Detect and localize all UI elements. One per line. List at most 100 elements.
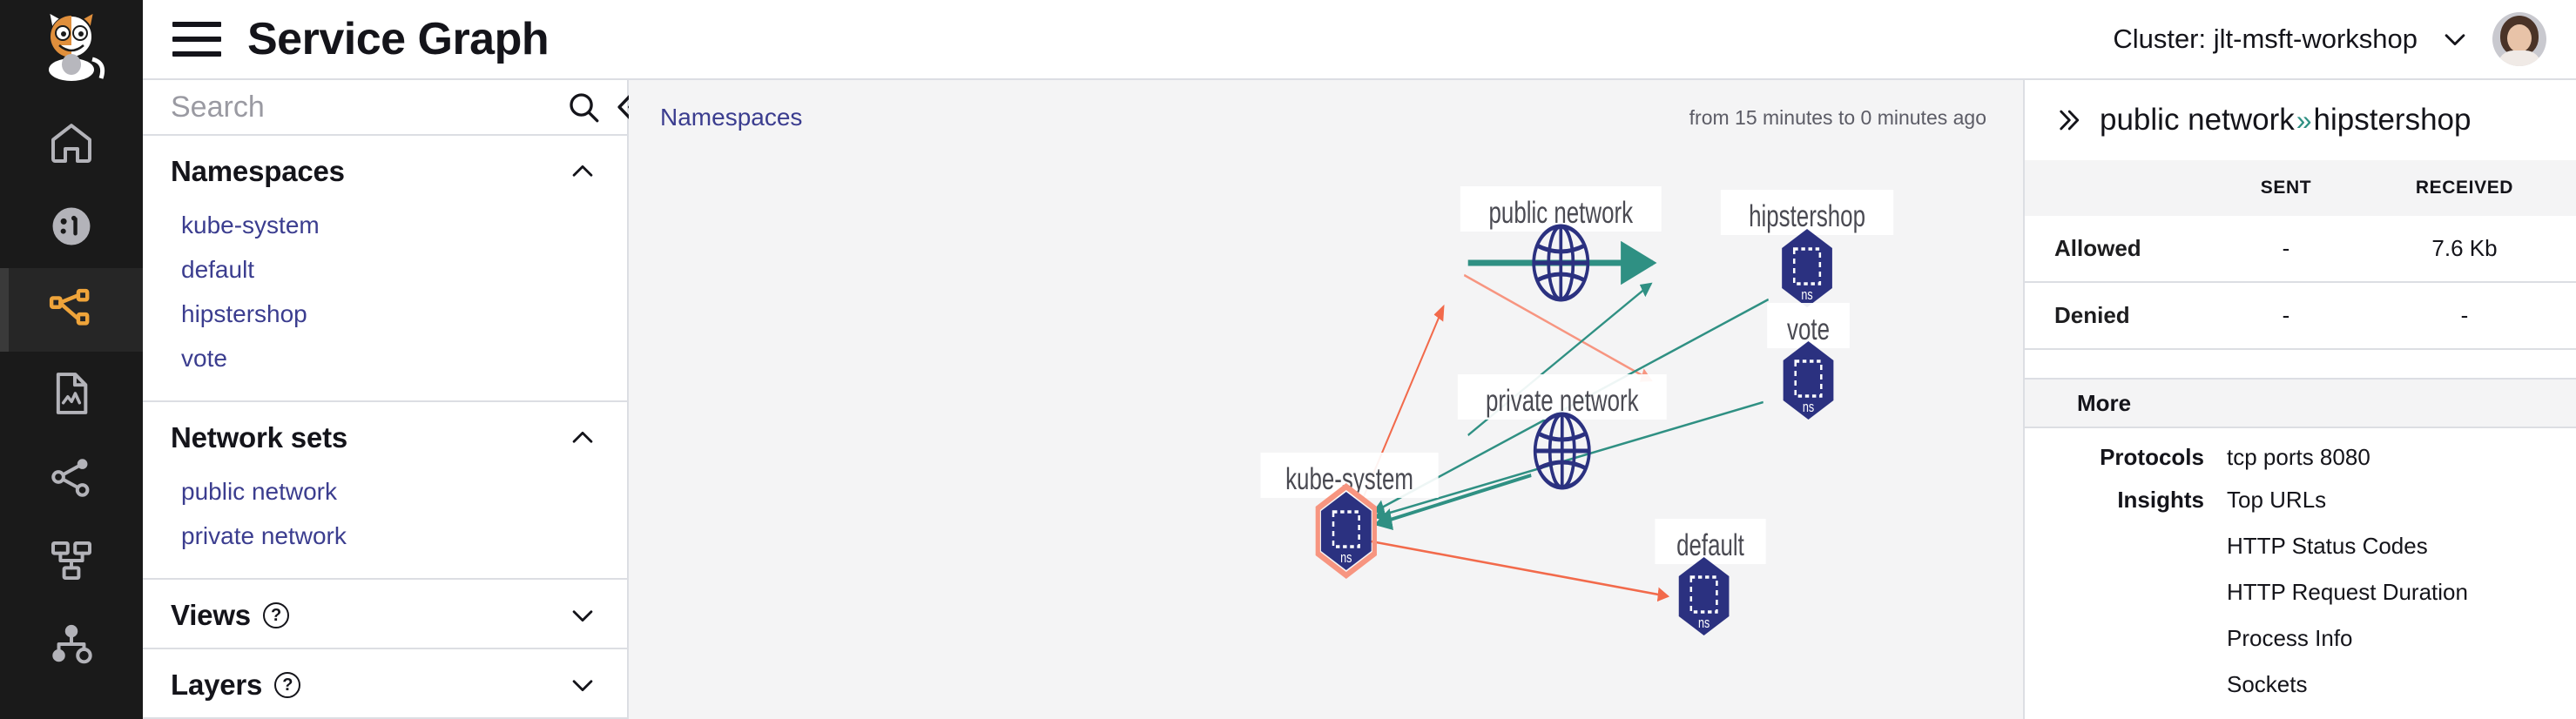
rail-item-logs[interactable]	[0, 352, 143, 435]
insight-item-http-request-duration[interactable]: HTTP Request Duration	[2227, 579, 2468, 605]
rail-item-network-sets[interactable]	[0, 435, 143, 519]
section-network-sets: Network sets public network private netw…	[143, 402, 627, 580]
protocols-value: tcp ports 8080	[2227, 444, 2370, 470]
section-namespaces-title: Namespaces	[171, 155, 345, 187]
section-namespaces-items: kube-system default hipstershop vote	[143, 204, 627, 400]
rail-item-policies[interactable]	[0, 519, 143, 602]
table-row-denied: Denied - -	[2025, 283, 2576, 350]
rail-item-home[interactable]	[0, 101, 143, 185]
insights-label: Insights	[2117, 487, 2204, 513]
edge-public-network-to-vote[interactable]	[1463, 273, 1653, 382]
network-set-item-private-network[interactable]: private network	[181, 522, 347, 549]
column-header-received: RECEIVED	[2415, 178, 2514, 198]
insight-item-sockets[interactable]: Sockets	[2227, 671, 2308, 697]
insight-item-process-info[interactable]: Process Info	[2227, 625, 2353, 651]
search-icon[interactable]	[565, 83, 602, 131]
section-layers-title: Layers	[171, 669, 263, 701]
protocols-row: Protocols tcp ports 8080	[2025, 428, 2576, 471]
node-default[interactable]: default ns	[1655, 519, 1766, 635]
insight-item-http-status-codes[interactable]: HTTP Status Codes	[2227, 533, 2428, 559]
node-type-ns: ns	[1340, 549, 1352, 566]
details-panel: public network » hipstershop SENT RECEIV…	[2025, 0, 2576, 719]
service-graph-svg[interactable]: public network private network	[629, 0, 2023, 719]
panel-search-row	[143, 80, 642, 136]
network-set-item-public-network[interactable]: public network	[181, 478, 337, 505]
section-namespaces: Namespaces kube-system default hipstersh…	[143, 136, 627, 402]
calico-cat-logo	[30, 7, 113, 82]
node-label-private-network: private network	[1486, 383, 1639, 418]
chevron-up-icon[interactable]	[568, 423, 597, 453]
search-input[interactable]	[171, 90, 556, 124]
details-title-from: public network	[2100, 103, 2295, 137]
section-layers: Layers ?	[143, 649, 627, 719]
node-public-network[interactable]: public network	[1460, 186, 1662, 302]
chevron-down-icon[interactable]	[2440, 24, 2470, 54]
top-bar-right: Cluster: jlt-msft-workshop	[2113, 12, 2546, 66]
node-type-ns: ns	[1803, 399, 1814, 415]
avatar[interactable]	[2492, 12, 2546, 66]
row-label-denied: Denied	[2054, 302, 2130, 328]
protocols-label: Protocols	[2100, 444, 2204, 470]
edge-vote-to-kube-system[interactable]	[1373, 400, 1763, 521]
cluster-selector-label[interactable]: Cluster: jlt-msft-workshop	[2113, 24, 2418, 54]
time-range-label: from 15 minutes to 0 minutes ago	[1689, 105, 1986, 129]
layers-help-icon[interactable]: ?	[274, 672, 301, 698]
page-title: Service Graph	[247, 14, 550, 64]
rail-item-dashboards[interactable]	[0, 185, 143, 268]
table-row-allowed: Allowed - 7.6 Kb	[2025, 216, 2576, 283]
row-allowed-sent: -	[2282, 235, 2290, 261]
row-allowed-received: 7.6 Kb	[2431, 235, 2498, 261]
node-selection-ring	[1315, 482, 1377, 580]
edge-private-network-to-kube-system[interactable]	[1373, 474, 1532, 531]
chevron-down-icon[interactable]	[568, 670, 597, 700]
node-private-network[interactable]: private network	[1457, 374, 1667, 490]
edge-kube-system-to-default[interactable]	[1371, 540, 1670, 602]
details-table-header: SENT RECEIVED	[2025, 160, 2576, 216]
node-label-public-network: public network	[1489, 195, 1634, 230]
section-namespaces-header[interactable]: Namespaces	[143, 136, 627, 204]
details-spacer	[2025, 350, 2576, 380]
section-network-sets-title: Network sets	[171, 421, 348, 454]
node-label-hipstershop: hipstershop	[1749, 198, 1865, 233]
top-bar: Service Graph Cluster: jlt-msft-workshop	[143, 0, 2576, 80]
namespace-item-default[interactable]: default	[181, 256, 255, 283]
namespace-item-kube-system[interactable]: kube-system	[181, 212, 320, 239]
insights-row: Insights Top URLs HTTP Status Codes HTTP…	[2025, 471, 2576, 717]
section-network-sets-items: public network private network	[143, 470, 627, 578]
left-icon-rail	[0, 0, 143, 719]
node-type-ns: ns	[1801, 286, 1812, 303]
rail-item-nodes[interactable]	[0, 602, 143, 686]
breadcrumb[interactable]: Namespaces	[660, 104, 803, 131]
section-layers-header[interactable]: Layers ?	[143, 649, 627, 717]
details-title-separator: »	[2296, 104, 2312, 136]
insight-item-top-urls[interactable]: Top URLs	[2227, 487, 2327, 513]
details-title-to: hipstershop	[2313, 103, 2471, 137]
section-views: Views ?	[143, 580, 627, 649]
section-network-sets-header[interactable]: Network sets	[143, 402, 627, 470]
filter-panel: Namespaces kube-system default hipstersh…	[143, 0, 642, 719]
section-views-header[interactable]: Views ?	[143, 580, 627, 648]
node-vote[interactable]: vote ns	[1767, 303, 1850, 420]
details-header: public network » hipstershop	[2025, 80, 2576, 160]
views-help-icon[interactable]: ?	[262, 602, 289, 628]
hamburger-icon[interactable]	[172, 22, 221, 57]
chevron-down-icon[interactable]	[568, 601, 597, 630]
node-type-ns: ns	[1698, 615, 1709, 631]
node-hipstershop[interactable]: hipstershop ns	[1720, 190, 1894, 307]
namespace-item-hipstershop[interactable]: hipstershop	[181, 300, 307, 327]
graph-canvas[interactable]: Namespaces from 15 minutes to 0 minutes …	[629, 0, 2025, 719]
namespace-item-vote[interactable]: vote	[181, 345, 227, 372]
more-section-header[interactable]: More	[2025, 380, 2576, 428]
rail-item-service-graph[interactable]	[0, 268, 143, 352]
row-denied-sent: -	[2282, 302, 2290, 328]
column-header-sent: SENT	[2260, 178, 2312, 198]
chevron-up-icon[interactable]	[568, 157, 597, 186]
details-title: public network » hipstershop	[2100, 103, 2471, 138]
graph-nodes: public network private network	[1260, 186, 1894, 635]
section-views-title: Views	[171, 599, 251, 631]
insights-list: Top URLs HTTP Status Codes HTTP Request …	[2227, 487, 2468, 717]
double-chevron-right-icon[interactable]	[2054, 105, 2084, 135]
canvas-header: Namespaces from 15 minutes to 0 minutes …	[629, 80, 2023, 132]
node-kube-system[interactable]: kube-system ns	[1260, 453, 1439, 580]
